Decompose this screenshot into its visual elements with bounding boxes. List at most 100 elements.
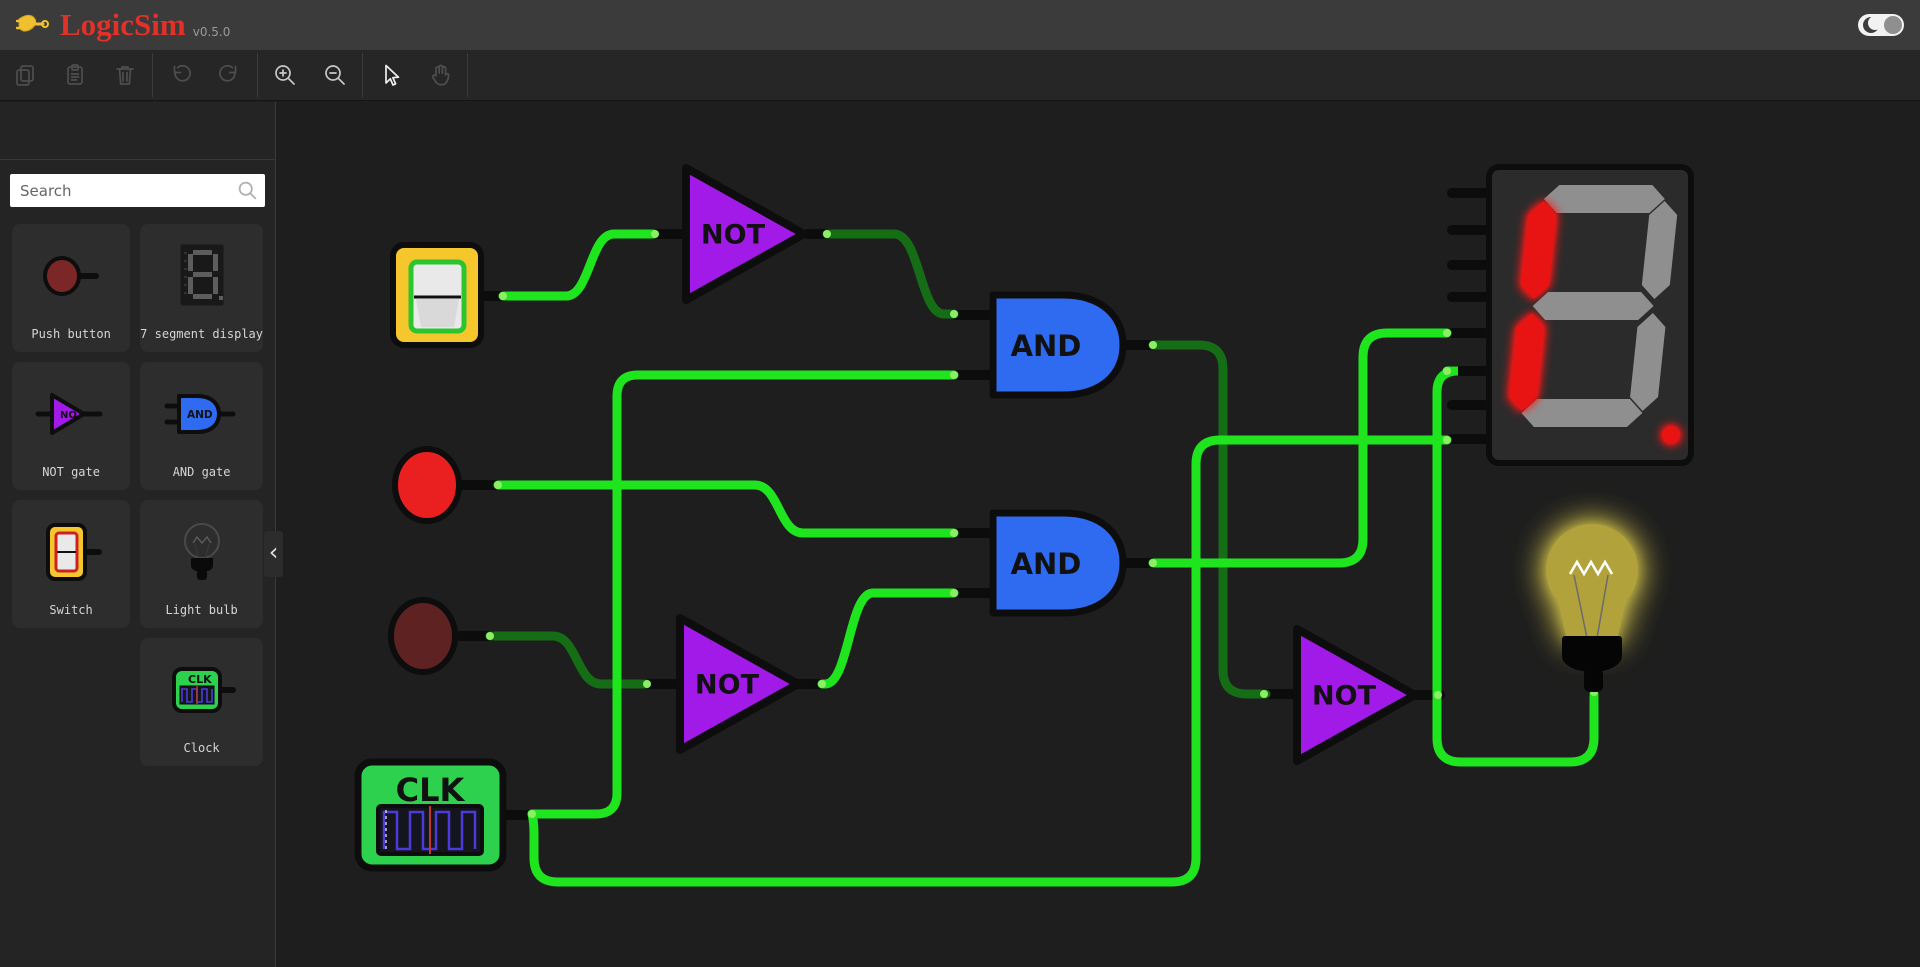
not-gate-1[interactable]: NOT xyxy=(682,164,808,304)
cursor-icon xyxy=(385,64,400,86)
svg-text:CLK: CLK xyxy=(396,771,466,809)
segment-e xyxy=(1509,313,1545,411)
delete-button[interactable] xyxy=(100,50,150,101)
switch-component[interactable] xyxy=(390,242,484,348)
wire-not3-to-bulb[interactable] xyxy=(1432,689,1599,767)
palette-item-light-bulb[interactable]: Light bulb xyxy=(140,500,263,628)
wire-not1-to-and1[interactable] xyxy=(822,229,959,319)
palette-item-label: Clock xyxy=(183,741,220,755)
search-icon xyxy=(238,181,257,200)
pan-tool-button[interactable] xyxy=(415,50,465,101)
palette-item-label: NOT gate xyxy=(42,465,100,479)
palette-item-and-gate[interactable]: AND AND gate xyxy=(140,362,263,490)
sidebar-collapse-handle[interactable]: ‹ xyxy=(264,531,283,577)
app-header: LogicSim v0.5.0 xyxy=(0,0,1920,50)
logic-gate-icon xyxy=(16,14,49,32)
palette-item-not-gate[interactable]: NOT NOT gate xyxy=(12,362,131,490)
component-sidebar: Push button 7 segment display xyxy=(0,102,276,967)
chevron-left-icon: ‹ xyxy=(268,538,279,566)
zoom-out-button[interactable] xyxy=(310,50,360,101)
toolbar-divider xyxy=(467,53,468,97)
segment-a xyxy=(1543,185,1665,213)
svg-text:AND: AND xyxy=(1011,547,1082,581)
clock-icon: CLK xyxy=(171,666,236,713)
not-gate-3[interactable]: NOT xyxy=(1293,625,1419,765)
palette-item-label: Switch xyxy=(49,603,93,617)
segment-c xyxy=(1630,313,1666,411)
paste-icon xyxy=(67,64,83,85)
svg-text:AND: AND xyxy=(1011,329,1082,363)
segment-f xyxy=(1520,201,1557,299)
copy-button[interactable] xyxy=(0,50,50,101)
seven-segment-display[interactable] xyxy=(1486,164,1694,466)
clock-component[interactable]: CLK xyxy=(354,758,507,872)
palette-item-clock[interactable]: CLK Clock xyxy=(140,638,263,766)
toolbar-divider xyxy=(362,53,363,97)
toolbar-divider xyxy=(257,53,258,97)
toolbar xyxy=(0,50,1920,101)
light-bulb-icon xyxy=(183,522,220,580)
svg-text:NOT: NOT xyxy=(701,220,766,251)
undo-icon xyxy=(173,65,191,82)
segment-dp xyxy=(1662,426,1680,444)
wire-button2-to-not2[interactable] xyxy=(485,631,651,689)
svg-text:NOT: NOT xyxy=(60,410,84,421)
select-tool-button[interactable] xyxy=(365,50,415,101)
toolbar-divider xyxy=(152,53,153,97)
redo-button[interactable] xyxy=(205,50,255,101)
segment-d xyxy=(1521,399,1643,427)
segment-b xyxy=(1641,201,1678,299)
and-gate-icon: AND xyxy=(164,393,236,434)
svg-text:NOT: NOT xyxy=(695,670,760,701)
sun-knob-icon xyxy=(1884,16,1902,34)
circuit-canvas[interactable]: NOT AND NOT AND CLK xyxy=(276,101,1920,967)
filament xyxy=(1568,559,1614,577)
segment-g xyxy=(1532,292,1654,320)
and-gate-2[interactable]: AND xyxy=(989,509,1127,617)
wire-button1-to-and2[interactable] xyxy=(493,480,959,538)
theme-toggle[interactable] xyxy=(1858,14,1904,36)
palette-item-label: AND gate xyxy=(172,465,231,479)
not-gate-2[interactable]: NOT xyxy=(676,614,802,754)
push-button-1[interactable] xyxy=(392,446,462,524)
svg-text:AND: AND xyxy=(187,409,213,421)
wire-clock-to-7seg[interactable] xyxy=(527,435,1452,887)
palette-item-label: Push button xyxy=(31,327,111,341)
hand-icon xyxy=(432,64,450,86)
undo-button[interactable] xyxy=(155,50,205,101)
palette-item-switch[interactable]: Switch xyxy=(12,500,131,628)
trash-icon xyxy=(116,66,134,85)
seven-segment-icon xyxy=(179,243,225,306)
wire-not3-to-7seg[interactable] xyxy=(1432,366,1459,700)
light-bulb[interactable] xyxy=(1546,524,1638,692)
palette-item-push-button[interactable]: Push button xyxy=(12,224,131,352)
search-input[interactable] xyxy=(10,174,265,207)
wire-switch-to-not1[interactable] xyxy=(498,229,659,301)
zoom-in-button[interactable] xyxy=(260,50,310,101)
sidebar-header-spacer xyxy=(0,102,275,160)
wire-not2-to-and2[interactable] xyxy=(817,588,959,689)
switch-icon xyxy=(46,522,103,581)
wire-clock-to-and1[interactable] xyxy=(527,370,959,819)
pin-stubs xyxy=(450,188,1599,820)
app-version: v0.5.0 xyxy=(192,25,231,39)
push-button-icon xyxy=(43,255,100,296)
svg-text:NOT: NOT xyxy=(1312,681,1377,712)
paste-button[interactable] xyxy=(50,50,100,101)
redo-icon xyxy=(219,65,237,82)
component-palette: Push button 7 segment display xyxy=(0,224,275,766)
bulb-base xyxy=(1562,636,1622,692)
wire-and2-to-7seg[interactable] xyxy=(1148,328,1452,568)
palette-item-label: 7 segment display xyxy=(140,327,263,341)
wire-and1-to-not3[interactable] xyxy=(1148,340,1271,699)
push-button-2[interactable] xyxy=(388,597,458,675)
and-gate-1[interactable]: AND xyxy=(989,291,1127,399)
not-gate-icon: NOT xyxy=(35,392,103,435)
copy-icon xyxy=(16,65,34,86)
zoom-in-icon xyxy=(275,65,295,85)
svg-text:CLK: CLK xyxy=(188,673,212,686)
app-title: LogicSim xyxy=(60,7,186,42)
palette-item-7-segment-display[interactable]: 7 segment display xyxy=(140,224,263,352)
palette-item-label: Light bulb xyxy=(165,603,238,617)
